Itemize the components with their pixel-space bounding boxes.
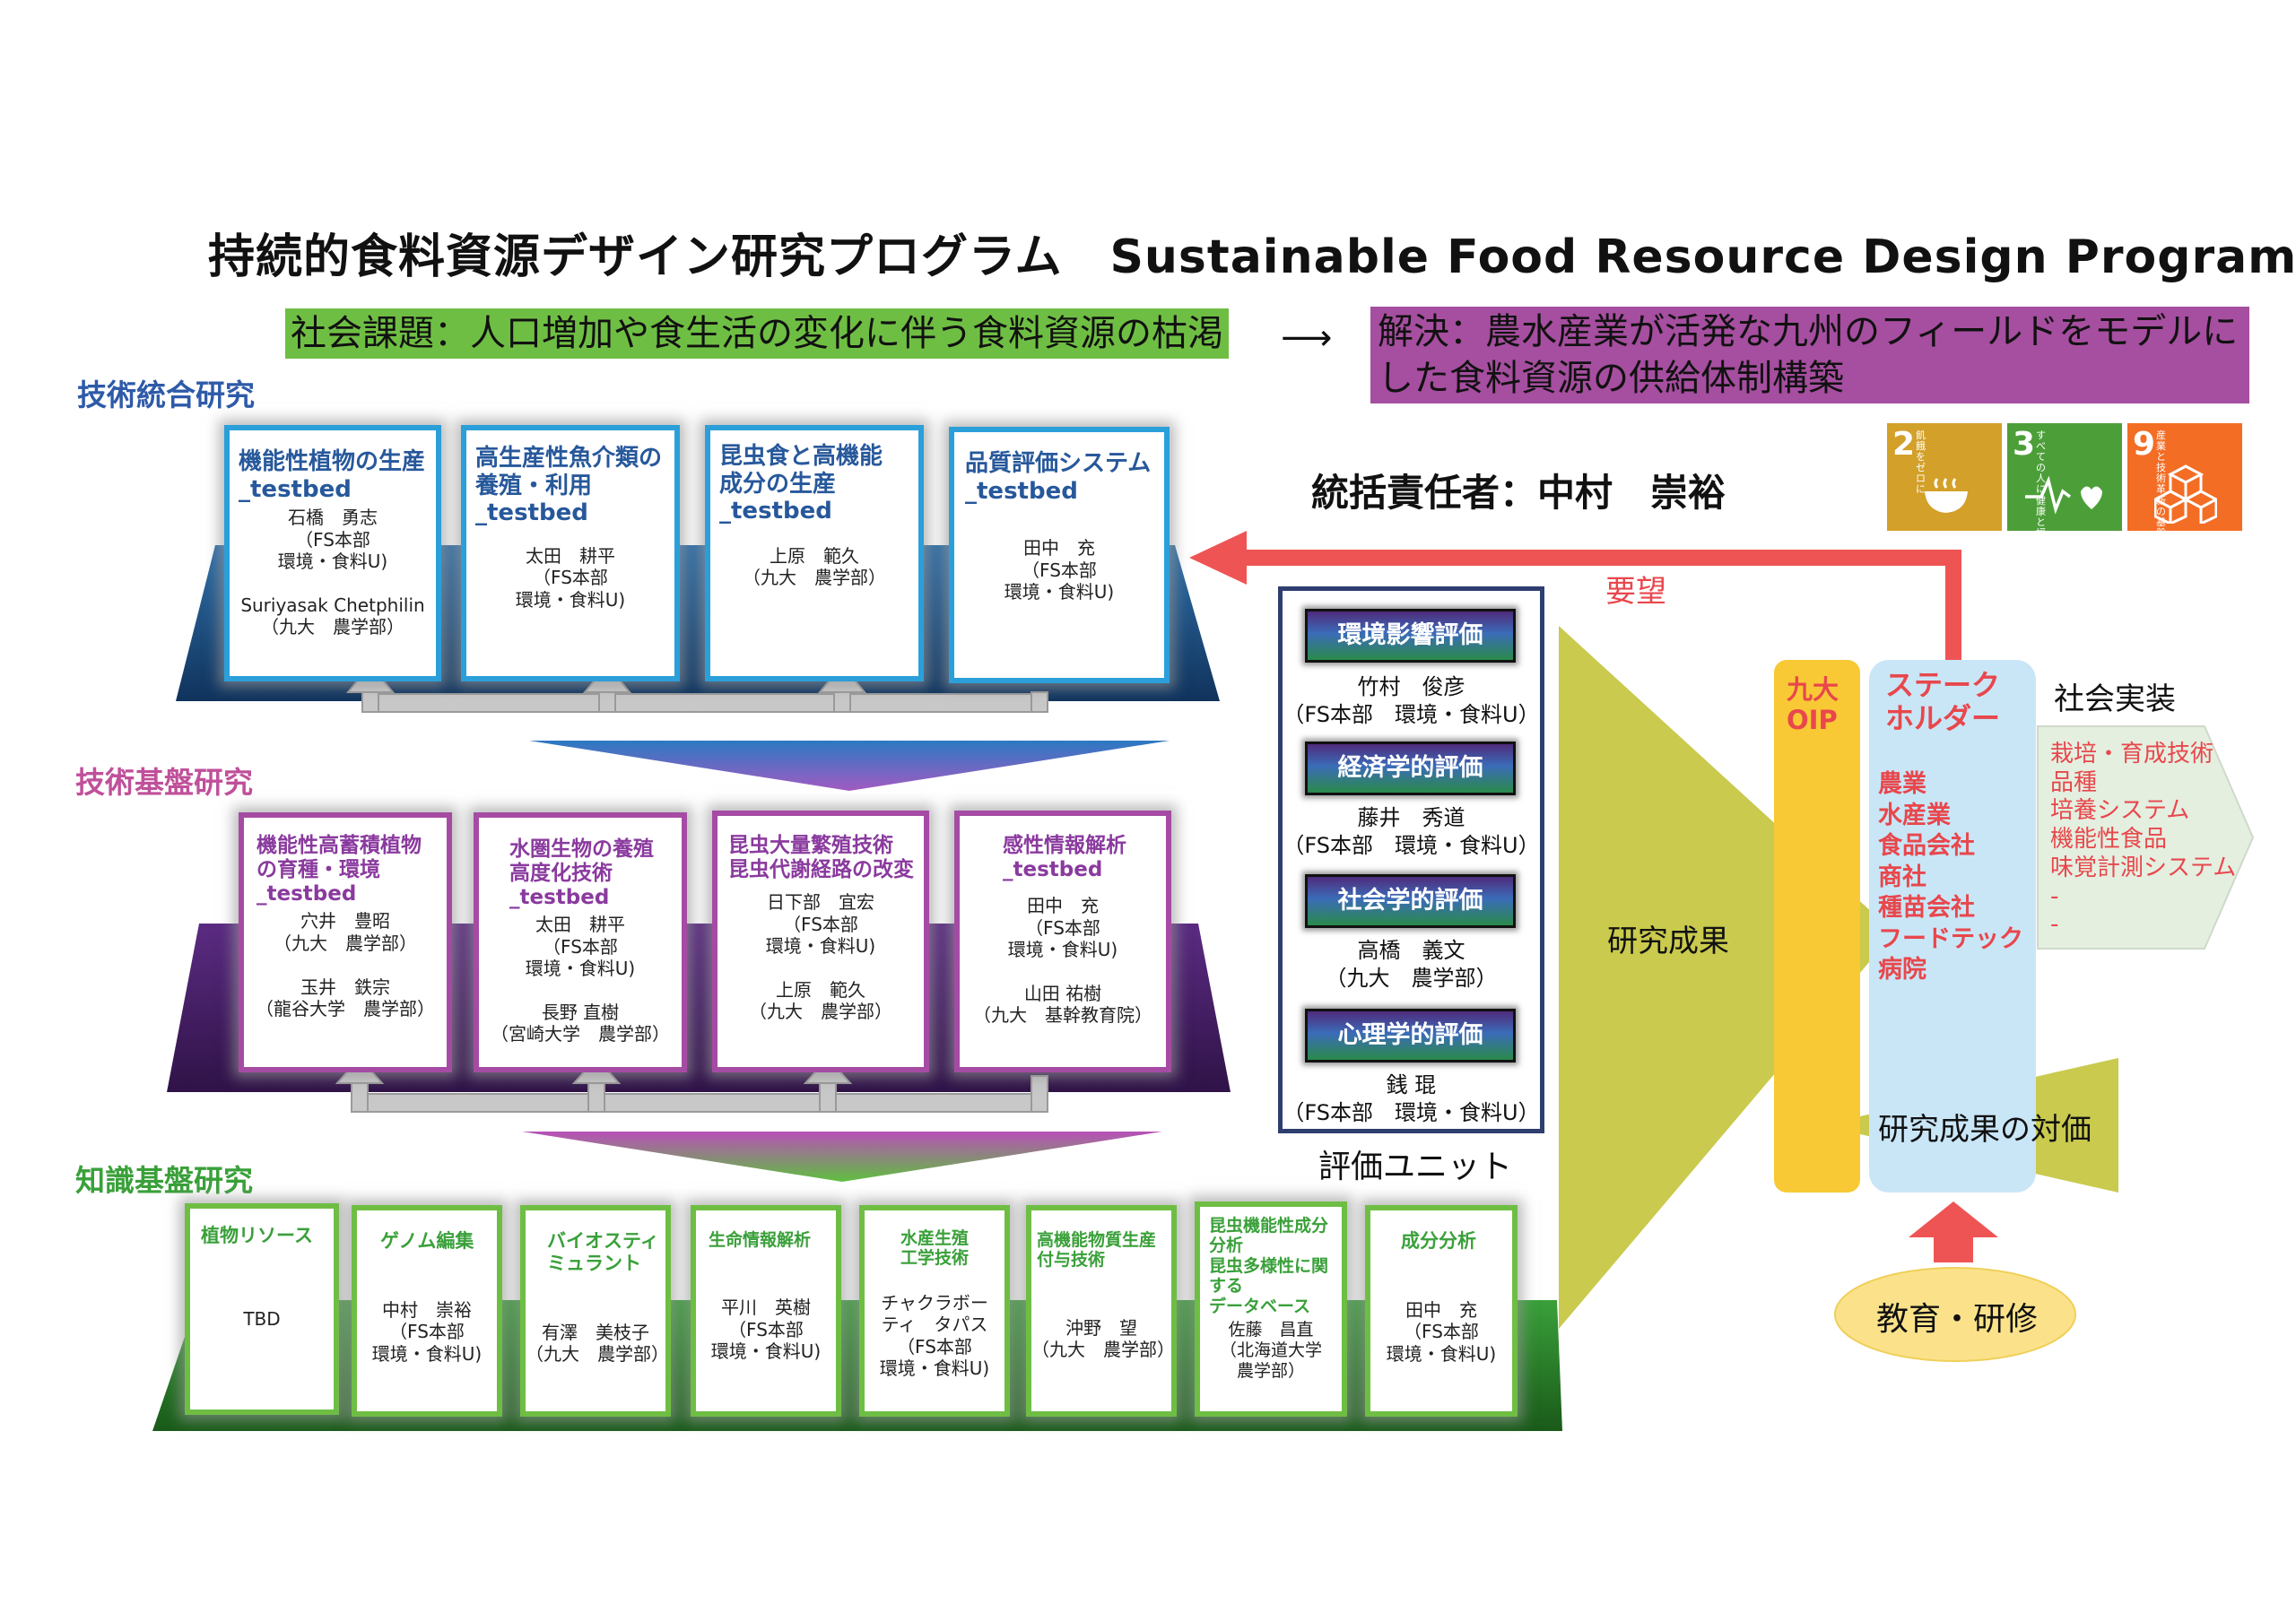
- card-people: 沖野 望 （九大 農学部）: [1031, 1316, 1175, 1361]
- knowledge-card: 植物リソース TBD: [185, 1203, 339, 1415]
- stakeholder-title: ステーク ホルダー: [1885, 668, 2001, 735]
- request-arrow-line: [1238, 550, 1961, 660]
- issue-to-solution-arrow: ⟶: [1281, 317, 1333, 359]
- platform-card: 昆虫大量繁殖技術 昆虫代謝経路の改変 日下部 宜宏 （FS本部 環境・食料U) …: [712, 811, 929, 1072]
- eval-person: 高橋 義文 （九大 農学部）: [1325, 938, 1498, 992]
- evaluation-unit-box: 環境影響評価 竹村 俊彦 （FS本部 環境・食料U） 経済学的評価 藤井 秀道 …: [1278, 586, 1544, 1133]
- card-title: バイオスティ ミュラント: [547, 1230, 659, 1274]
- page-title: 持続的食料資源デザイン研究プログラム Sustainable Food Reso…: [208, 230, 2296, 284]
- card-title: 機能性植物の生産 _testbed: [239, 448, 426, 503]
- knowledge-card: 昆虫機能性成分 分析 昆虫多様性に関 する データベース 佐藤 昌直 （北海道大…: [1195, 1201, 1347, 1417]
- knowledge-card: 高機能物質生産 付与技術 沖野 望 （九大 農学部）: [1026, 1205, 1177, 1417]
- card-people: 中村 崇裕 （FS本部 環境・食料U): [371, 1298, 483, 1365]
- knowledge-card: 成分分析 田中 充 （FS本部 環境・食料U): [1365, 1205, 1518, 1417]
- card-title: 昆虫食と高機能 成分の生産 _testbed: [719, 443, 883, 525]
- card-title: 感性情報解析 _testbed: [1003, 834, 1126, 882]
- stakeholder-list: 農業 水産業 食品会社 商社 種苗会社 フードテック 病院: [1878, 770, 2023, 984]
- platform-card: 感性情報解析 _testbed 田中 充 （FS本部 環境・食料U) 山田 祐樹…: [954, 811, 1171, 1072]
- platform-card: 機能性高蓄積植物 の育種・環境 _testbed 穴井 豊昭 （九大 農学部） …: [239, 812, 452, 1072]
- oip-label: 九大 OIP: [1787, 674, 1839, 736]
- card-title: 機能性高蓄積植物 の育種・環境 _testbed: [257, 834, 422, 906]
- heartbeat-icon: [2025, 475, 2102, 515]
- social-issue-banner: 社会課題：人口増加や食生活の変化に伴う食料資源の枯渇: [285, 308, 1229, 359]
- research-results-label: 研究成果: [1607, 924, 1729, 959]
- sdg-3-icon: 3: [2007, 423, 2122, 531]
- card-people: 上原 範久 （九大 農学部）: [743, 545, 886, 589]
- eval-badge-psychology: 心理学的評価: [1305, 1009, 1516, 1063]
- sdg-9-icon: 9: [2127, 423, 2242, 531]
- eval-person: 藤井 秀道 （FS本部 環境・食料U）: [1283, 805, 1540, 859]
- card-people: 平川 英樹 （FS本部 環境・食料U): [710, 1297, 822, 1363]
- card-title: 成分分析: [1401, 1230, 1476, 1252]
- program-leader: 統括責任者：中村 崇裕: [1311, 471, 1726, 515]
- bowl-icon: [1925, 478, 1968, 513]
- integration-to-platform-arrow: [529, 741, 1170, 791]
- card-people: チャクラボー ティ タパス （FS本部 環境・食料U): [879, 1291, 990, 1379]
- card-people: 穴井 豊昭 （九大 農学部） 玉井 鉄宗 （龍谷大学 農学部）: [256, 910, 435, 1019]
- integration-card: 昆虫食と高機能 成分の生産 _testbed 上原 範久 （九大 農学部）: [705, 425, 924, 681]
- card-title: 品質評価システム _testbed: [965, 450, 1152, 505]
- integration-card: 高生産性魚介類の 養殖・利用 _testbed 太田 耕平 （FS本部 環境・食…: [461, 425, 680, 681]
- social-implementation-items: 栽培・育成技術 品種 培養システム 機能性食品 味覚計測システム - -: [2050, 741, 2237, 939]
- request-label: 要望: [1605, 574, 1666, 610]
- card-people: 有澤 美枝子 （九大 農学部）: [526, 1321, 669, 1365]
- knowledge-card: ゲノム編集 中村 崇裕 （FS本部 環境・食料U): [352, 1205, 502, 1417]
- compensation-label: 研究成果の対価: [1878, 1112, 2092, 1148]
- card-title: 水圏生物の養殖 高度化技術 _testbed: [509, 837, 654, 910]
- card-people: 田中 充 （FS本部 環境・食料U): [1004, 537, 1115, 603]
- card-people: 佐藤 昌直 （北海道大学 農学部）: [1219, 1320, 1322, 1382]
- cubes-icon: [2154, 464, 2217, 524]
- social-implementation-arrow: [2037, 725, 2255, 950]
- card-people: 田中 充 （FS本部 環境・食料U) 山田 祐樹 （九大 基幹教育院）: [973, 895, 1152, 1027]
- card-title: 生命情報解析: [709, 1230, 812, 1250]
- integration-card: 品質評価システム _testbed 田中 充 （FS本部 環境・食料U): [949, 427, 1170, 683]
- platform-to-knowledge-arrow: [522, 1132, 1162, 1182]
- card-title: 植物リソース: [201, 1225, 313, 1246]
- knowledge-card: バイオスティ ミュラント 有澤 美枝子 （九大 農学部）: [520, 1205, 671, 1417]
- kyushu-oip-bar: [1774, 660, 1860, 1193]
- request-arrowhead: [1189, 531, 1247, 585]
- card-title: ゲノム編集: [380, 1230, 474, 1252]
- platform-card: 水圏生物の養殖 高度化技術 _testbed 太田 耕平 （FS本部 環境・食料…: [474, 812, 687, 1072]
- research-results-arrow: [1559, 626, 1894, 1329]
- eval-badge-economics: 経済学的評価: [1305, 742, 1516, 795]
- eval-badge-environment: 環境影響評価: [1305, 609, 1516, 663]
- card-people: 日下部 宜宏 （FS本部 環境・食料U) 上原 範久 （九大 農学部）: [749, 891, 892, 1023]
- education-arrow: [1909, 1201, 1998, 1262]
- sdg-9-text: 産業と技術革新の 基盤をつくろう: [2156, 429, 2166, 594]
- knowledge-card: 生命情報解析 平川 英樹 （FS本部 環境・食料U): [691, 1205, 841, 1417]
- eval-person: 竹村 俊彦 （FS本部 環境・食料U）: [1283, 674, 1540, 728]
- education-label: 教育・研修: [1876, 1301, 2039, 1338]
- sdg-2-icon: 2: [1887, 423, 2002, 531]
- knowledge-card: 水産生殖 工学技術 チャクラボー ティ タパス （FS本部 環境・食料U): [859, 1205, 1010, 1417]
- card-title: 高機能物質生産 付与技術: [1037, 1230, 1157, 1271]
- stakeholder-bar: [1869, 660, 2036, 1193]
- eval-badge-sociology: 社会学的評価: [1305, 874, 1516, 928]
- layer-label-knowledge: 知識基盤研究: [75, 1163, 253, 1198]
- integration-card: 機能性植物の生産 _testbed 石橋 勇志 （FS本部 環境・食料U) Su…: [224, 425, 441, 681]
- layer-label-integration: 技術統合研究: [77, 377, 255, 412]
- card-people: TBD: [243, 1307, 281, 1330]
- evaluation-unit-label: 評価ユニット: [1318, 1149, 1513, 1185]
- card-title: 水産生殖 工学技術: [900, 1228, 970, 1269]
- solution-banner: 解決：農水産業が活発な九州のフィールドをモデルにした食料資源の供給体制構築: [1370, 307, 2249, 403]
- card-people: 石橋 勇志 （FS本部 環境・食料U) Suriyasak Chetphilin…: [240, 507, 425, 638]
- eval-person: 銭 琨 （FS本部 環境・食料U）: [1283, 1072, 1540, 1126]
- card-people: 太田 耕平 （FS本部 環境・食料U) 長野 直樹 （宮崎大学 農学部）: [491, 914, 670, 1045]
- card-people: 田中 充 （FS本部 環境・食料U): [1386, 1298, 1497, 1365]
- education-ellipse: [1834, 1267, 2076, 1362]
- sdg-3-text: すべての人に 健康と福祉を: [2036, 429, 2046, 561]
- card-title: 高生産性魚介類の 養殖・利用 _testbed: [475, 445, 663, 527]
- layer-label-platform: 技術基盤研究: [75, 765, 253, 800]
- card-title: 昆虫機能性成分 分析 昆虫多様性に関 する データベース: [1209, 1216, 1329, 1316]
- social-implementation-label: 社会実装: [2054, 681, 2176, 717]
- card-title: 昆虫大量繁殖技術 昆虫代謝経路の改変: [728, 834, 914, 882]
- card-people: 太田 耕平 （FS本部 環境・食料U): [515, 545, 626, 611]
- sdg-2-text: 飢餓を ゼロに: [1916, 429, 1926, 496]
